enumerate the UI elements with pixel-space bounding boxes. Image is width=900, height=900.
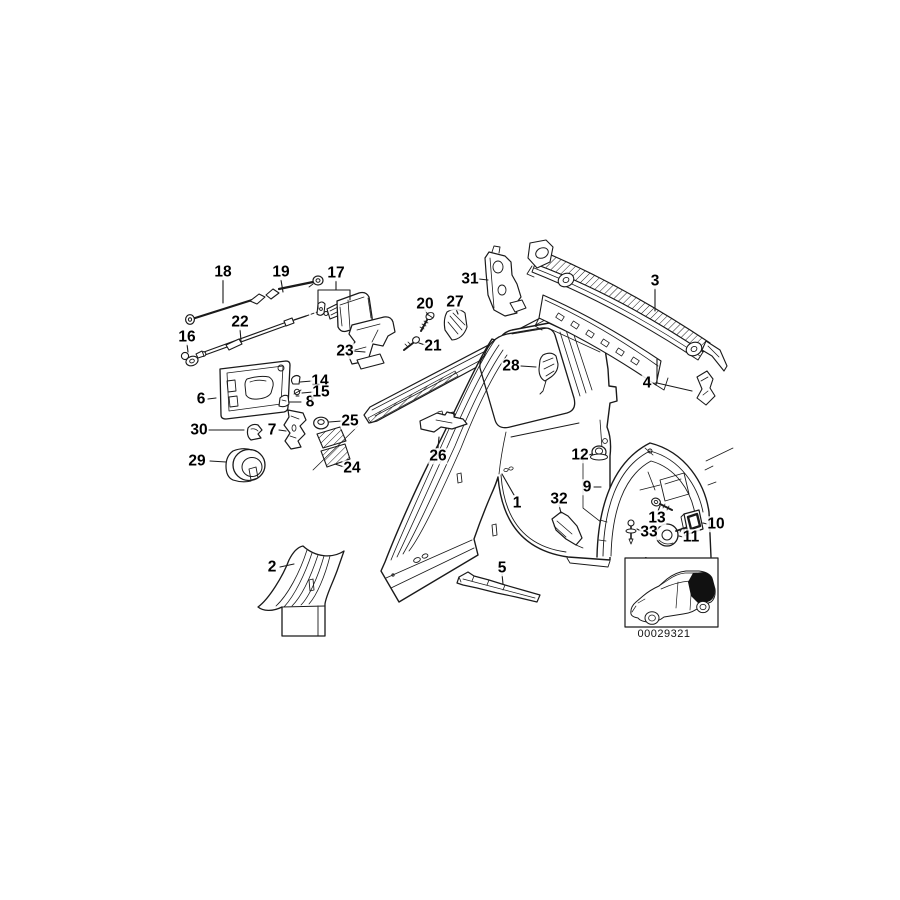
callout-5[interactable]: 5: [496, 559, 508, 577]
lock-actuator-group: [316, 291, 396, 370]
callout-12[interactable]: 12: [570, 446, 590, 464]
partition-panel-group: [484, 245, 527, 317]
image-code: 00029321: [637, 628, 691, 640]
callout-31[interactable]: 31: [460, 270, 480, 288]
flap-32-group: [551, 511, 584, 549]
callout-2[interactable]: 2: [266, 558, 278, 576]
callout-33[interactable]: 33: [639, 523, 659, 541]
bracket-26-group: [419, 410, 468, 433]
callout-17[interactable]: 17: [326, 264, 346, 282]
callout-18[interactable]: 18: [213, 263, 233, 281]
callout-8[interactable]: 8: [304, 393, 316, 411]
callout-25[interactable]: 25: [340, 412, 360, 430]
callout-27[interactable]: 27: [445, 293, 465, 311]
callout-23[interactable]: 23: [335, 342, 355, 360]
callout-30[interactable]: 30: [189, 421, 209, 439]
wheel-arch-liner-group: [582, 442, 734, 567]
fuel-filler-parts-group: [219, 360, 359, 483]
callout-3[interactable]: 3: [649, 272, 661, 290]
callout-1[interactable]: 1: [511, 494, 523, 512]
callout-32[interactable]: 32: [549, 490, 569, 508]
callout-15[interactable]: 15: [311, 383, 331, 401]
callout-19[interactable]: 19: [271, 263, 291, 281]
tail-trim-group: [526, 239, 728, 406]
highlighted-quarter-panel: [688, 572, 715, 605]
callout-4[interactable]: 4: [641, 374, 653, 392]
gasket-28-group: [538, 352, 559, 395]
callout-26[interactable]: 26: [428, 447, 448, 465]
callout-22[interactable]: 22: [230, 313, 250, 331]
sill-strip-group: [456, 571, 541, 603]
pillar-trim-group: [257, 545, 345, 637]
release-rod-and-cable-group: [180, 275, 324, 367]
callout-29[interactable]: 29: [187, 452, 207, 470]
car-thumbnail: [624, 557, 719, 628]
callout-20[interactable]: 20: [415, 295, 435, 313]
callout-28[interactable]: 28: [501, 357, 521, 375]
callout-6[interactable]: 6: [195, 390, 207, 408]
callout-11[interactable]: 11: [681, 528, 701, 546]
callout-13[interactable]: 13: [647, 509, 667, 527]
callout-7[interactable]: 7: [266, 421, 278, 439]
callout-24[interactable]: 24: [342, 459, 362, 477]
callout-16[interactable]: 16: [177, 328, 197, 346]
callout-10[interactable]: 10: [706, 515, 726, 533]
callout-9[interactable]: 9: [581, 478, 593, 496]
leader-lines: [186, 278, 708, 585]
callout-21[interactable]: 21: [423, 337, 443, 355]
grommet-12-group: [590, 445, 608, 461]
